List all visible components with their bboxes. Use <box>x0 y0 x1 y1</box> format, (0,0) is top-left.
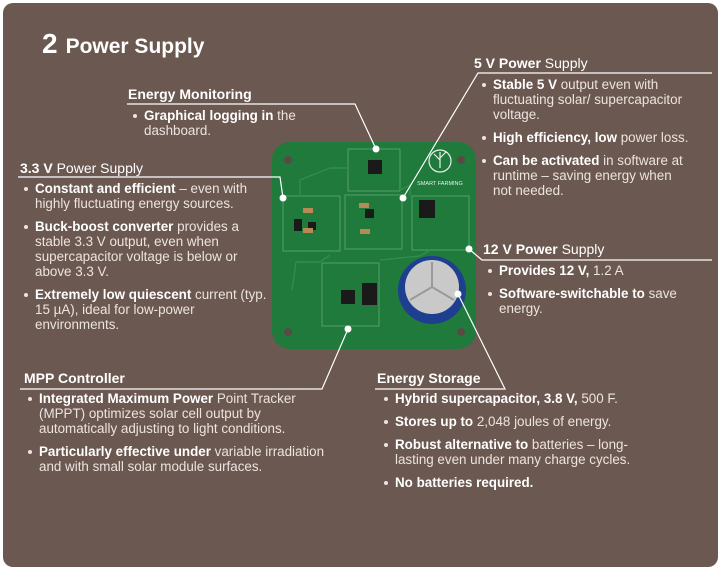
pcb-traces <box>291 167 431 291</box>
leader-3v3 <box>18 176 284 199</box>
list-item: Provides 12 V, 1.2 A <box>487 263 702 278</box>
smart-farming-logo: SMART FARMING <box>417 149 463 187</box>
leader-dots <box>279 145 473 333</box>
list-item: Can be activated in software at runtime … <box>481 153 691 198</box>
storage-list: Hybrid supercapacitor, 3.8 V, 500 F. Sto… <box>383 391 663 498</box>
page-title: 2 Power Supply <box>42 28 204 60</box>
list-item: Hybrid supercapacitor, 3.8 V, 500 F. <box>383 391 663 406</box>
list-item: Constant and efficient – even with highl… <box>23 181 275 211</box>
v5-heading: 5 V Power Supply <box>474 55 588 71</box>
list-item: Extremely low quiescent current (typ. 15… <box>23 287 275 332</box>
mpp-list: Integrated Maximum Power Point Tracker (… <box>27 391 325 482</box>
list-item: High efficiency, low power loss. <box>481 130 691 145</box>
v33-heading: 3.3 V Power Supply <box>20 160 143 176</box>
list-item: No batteries required. <box>383 475 663 490</box>
list-item: Graphical logging in the dashboard. <box>132 108 317 138</box>
section-number: 2 <box>42 28 58 59</box>
pcb-capacitors <box>303 203 370 234</box>
list-item: Particularly effective under variable ir… <box>27 444 325 474</box>
v33-list: Constant and efficient – even with highl… <box>23 181 275 340</box>
energy-monitoring-heading: Energy Monitoring <box>128 86 252 102</box>
leader-mpp <box>20 328 349 390</box>
mpp-heading: MPP Controller <box>24 370 125 386</box>
list-item: Integrated Maximum Power Point Tracker (… <box>27 391 325 436</box>
energy-monitoring-list: Graphical logging in the dashboard. <box>132 108 317 146</box>
leader-12v <box>468 248 712 261</box>
pcb-chips <box>294 160 435 305</box>
title-text: Power Supply <box>65 35 205 58</box>
v12-heading: 12 V Power Supply <box>483 241 605 257</box>
v5-list: Stable 5 V output even with fluctuating … <box>481 77 691 206</box>
list-item: Stable 5 V output even with fluctuating … <box>481 77 691 122</box>
mounting-holes <box>284 156 465 336</box>
list-item: Robust alternative to batteries – long-l… <box>383 437 663 467</box>
leader-5v <box>402 72 712 199</box>
list-item: Software-switchable to save energy. <box>487 286 702 316</box>
leader-storage <box>375 293 506 390</box>
supercapacitor <box>398 256 466 324</box>
leader-lines <box>18 72 712 390</box>
storage-heading: Energy Storage <box>377 370 481 386</box>
list-item: Buck-boost converter provides a stable 3… <box>23 219 275 279</box>
v12-list: Provides 12 V, 1.2 A Software-switchable… <box>487 263 702 324</box>
leader-energy-monitoring <box>127 103 377 150</box>
list-item: Stores up to 2,048 joules of energy. <box>383 414 663 429</box>
svg-text:SMART FARMING: SMART FARMING <box>417 181 463 187</box>
